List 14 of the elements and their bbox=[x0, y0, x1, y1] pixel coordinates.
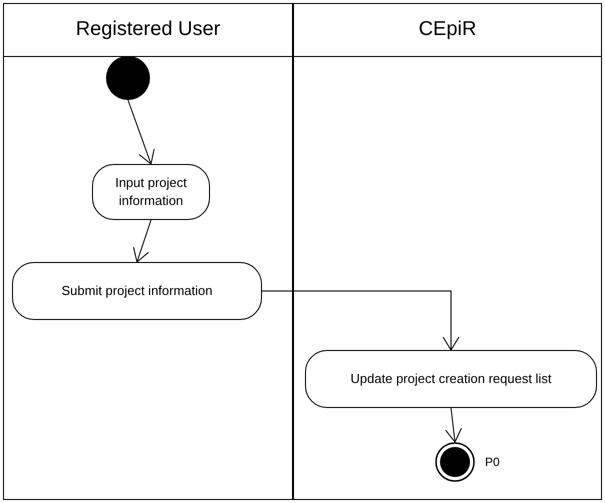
flow-arrow bbox=[262, 290, 460, 350]
final-node bbox=[435, 442, 475, 482]
action-node: Update project creation request list bbox=[305, 350, 597, 408]
swimlane bbox=[293, 3, 602, 500]
lane-title: Registered User bbox=[76, 17, 220, 41]
lane-title: CEpiR bbox=[418, 17, 476, 41]
action-node: Submit project information bbox=[12, 262, 262, 320]
flow-arrow bbox=[133, 220, 152, 262]
action-node: Input project information bbox=[92, 164, 210, 220]
swimlane bbox=[3, 3, 293, 500]
node-caption: P0 bbox=[485, 455, 500, 469]
flow-arrow bbox=[128, 100, 155, 164]
initial-node bbox=[106, 56, 150, 100]
flow-arrow bbox=[445, 408, 462, 442]
